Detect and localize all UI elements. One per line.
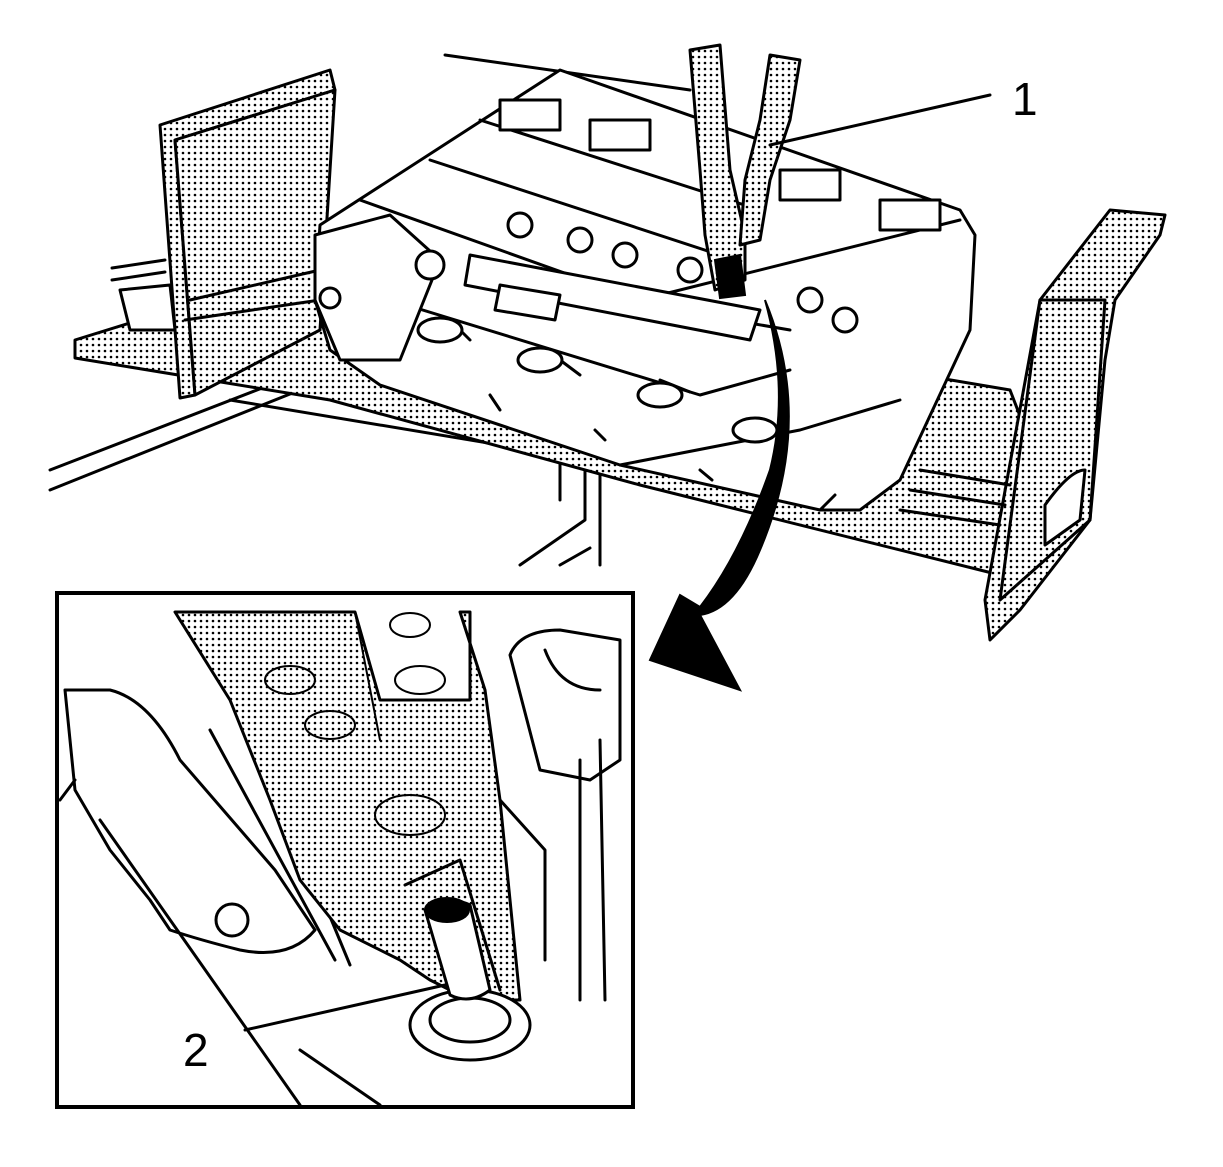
detail-tool-markings (264, 611, 446, 836)
lifter-tool (688, 43, 802, 300)
callout-1-leader (768, 93, 992, 147)
callout-2-label: 2 (183, 1024, 209, 1076)
detail-arrow (648, 299, 790, 692)
fixture-right-upright (898, 208, 1167, 642)
detail-head-features (58, 628, 622, 1107)
callout-2-leader (243, 983, 447, 1032)
fixture-left-upright (158, 68, 337, 400)
callout-1-label: 1 (1012, 73, 1038, 125)
fixture-shaft (110, 258, 177, 332)
detail-inset: 2 (55, 591, 635, 1109)
main-view: 1 (48, 43, 1167, 692)
callout-2: 2 (183, 983, 447, 1076)
detail-valve-lifter (403, 858, 532, 1062)
callout-1: 1 (768, 73, 1038, 147)
cylinder-head (313, 68, 977, 512)
